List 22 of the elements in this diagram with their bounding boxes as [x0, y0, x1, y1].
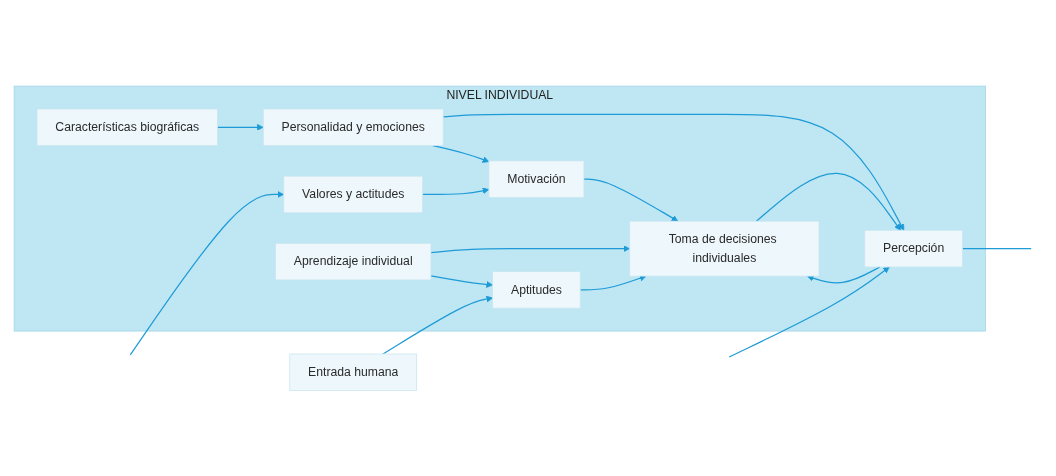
arrow: [807, 266, 881, 284]
node-box: Entrada humana: [289, 353, 418, 391]
arrow: [583, 178, 679, 222]
arrow: [442, 113, 905, 231]
node-box: Toma de decisiones individuales: [629, 220, 820, 277]
node-box: Aprendizaje individual: [275, 242, 432, 280]
arrow: [755, 172, 901, 231]
arrow: [422, 187, 490, 195]
node-box: Personalidad y emociones: [262, 108, 444, 146]
connector: [961, 247, 1032, 249]
node-box: Valores y actitudes: [283, 175, 424, 213]
node-box: Aptitudes: [492, 270, 581, 309]
arrow: [579, 274, 647, 291]
node-box: Características biográficas: [36, 108, 218, 146]
node-box: Motivación: [488, 160, 585, 198]
arrow: [382, 295, 493, 355]
arrow: [129, 190, 285, 356]
arrow: [430, 244, 631, 253]
arrow: [728, 266, 890, 358]
arrow: [216, 123, 264, 131]
node-box: Percepción: [864, 229, 963, 267]
arrow: [430, 274, 493, 288]
